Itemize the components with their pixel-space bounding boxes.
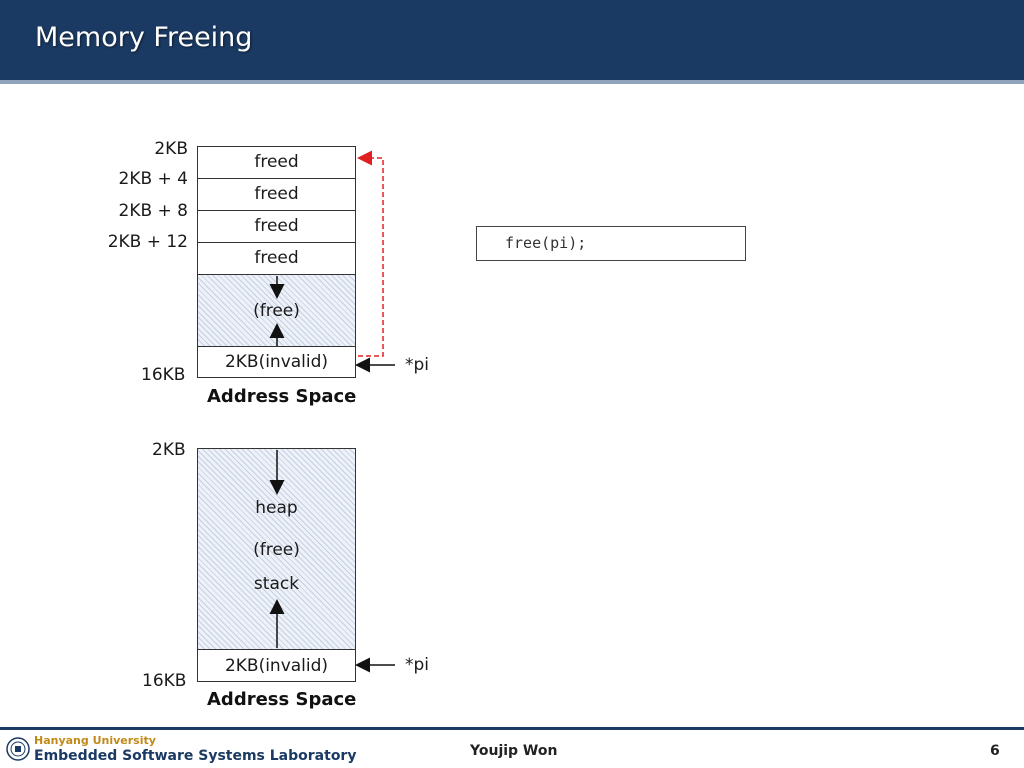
pointer-label-bottom: *pi	[405, 655, 430, 675]
free-label: (free)	[253, 301, 300, 321]
code-box: free(pi);	[476, 226, 746, 261]
address-space-caption-top: Address Space	[207, 386, 357, 407]
addr-label-2kb-12: 2KB + 12	[107, 232, 188, 252]
addr-label-2kb-bottom: 2KB	[152, 440, 186, 460]
invalid-cell-top: 2KB(invalid)	[197, 346, 356, 378]
slide-title: Memory Freeing	[35, 22, 253, 53]
freed-label: freed	[254, 216, 299, 236]
university-name: Hanyang University	[34, 734, 156, 747]
addr-label-16kb-top: 16KB	[141, 365, 186, 385]
header-rule	[0, 80, 1024, 84]
addr-label-16kb-bottom: 16KB	[142, 671, 187, 691]
addr-label-2kb-8: 2KB + 8	[118, 201, 189, 221]
page-number: 6	[990, 743, 1000, 759]
slide-header: Memory Freeing	[0, 0, 1024, 80]
freed-label: freed	[254, 184, 299, 204]
free-label: (free)	[253, 540, 300, 560]
pointer-label-top: *pi	[405, 355, 430, 375]
code-text: free(pi);	[505, 234, 587, 252]
freed-cell-1: freed	[197, 146, 356, 179]
invalid-label: 2KB(invalid)	[224, 352, 329, 372]
freed-label: freed	[254, 152, 299, 172]
addr-label-2kb-4: 2KB + 4	[118, 169, 189, 189]
university-seal-icon	[6, 737, 30, 761]
lab-name: Embedded Software Systems Laboratory	[34, 748, 357, 764]
address-space-caption-bottom: Address Space	[207, 689, 357, 710]
addr-label-2kb: 2KB	[154, 139, 188, 159]
stack-label: stack	[253, 574, 300, 594]
invalid-label: 2KB(invalid)	[224, 656, 329, 676]
heap-label: heap	[255, 498, 298, 518]
invalid-cell-bottom: 2KB(invalid)	[197, 649, 356, 682]
freed-cell-4: freed	[197, 242, 356, 275]
footer-author: Youjip Won	[470, 743, 558, 759]
freed-link-arrow	[357, 150, 384, 357]
footer-rule	[0, 727, 1024, 730]
freed-label: freed	[254, 248, 299, 268]
